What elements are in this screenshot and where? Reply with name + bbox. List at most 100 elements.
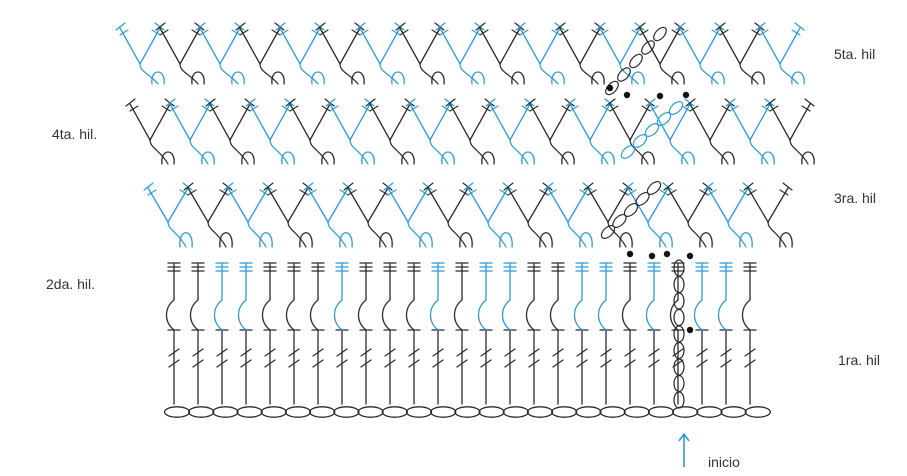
crossed-cluster <box>155 22 205 85</box>
crossed-cluster <box>183 182 233 248</box>
post-stitch <box>213 262 229 331</box>
row4-stitches <box>125 98 815 165</box>
crossed-cluster <box>445 98 495 165</box>
double-crochet-stitch <box>215 329 229 405</box>
row3-label: 3ra. hil <box>834 190 877 206</box>
crossed-cluster <box>115 22 165 85</box>
row5-stitches <box>115 22 805 85</box>
crossed-cluster <box>325 98 375 165</box>
turning-chain-stitch <box>641 40 655 55</box>
crossed-cluster <box>275 22 325 85</box>
double-crochet-stitch <box>575 329 589 405</box>
marker-dot <box>686 326 694 334</box>
post-stitch <box>525 262 541 331</box>
turning-chain-stitch <box>600 224 616 240</box>
chain-stitch <box>188 406 215 418</box>
turning-chain-stitch <box>646 180 662 196</box>
chain-stitch <box>599 406 626 418</box>
post-stitch <box>189 262 205 331</box>
crossed-cluster <box>485 98 535 165</box>
crossed-cluster <box>595 22 645 85</box>
marker-dots <box>606 84 694 334</box>
double-crochet-stitch <box>191 329 205 405</box>
crossed-cluster <box>765 98 815 165</box>
post-stitch <box>573 262 589 331</box>
crossed-cluster <box>435 22 485 85</box>
chain-stitch <box>744 406 771 418</box>
crossed-cluster <box>675 22 725 85</box>
row1-label: 1ra. hil <box>838 352 881 368</box>
double-crochet-stitch <box>623 329 637 405</box>
post-stitch <box>549 262 565 331</box>
chain-stitch <box>405 406 433 418</box>
double-crochet-stitch <box>359 329 373 405</box>
post-stitch <box>405 262 421 331</box>
turning-chain-stitch <box>673 308 685 327</box>
double-crochet-stitch <box>431 329 445 405</box>
turning-chain-stitch <box>668 101 684 115</box>
chain-stitch <box>333 406 360 418</box>
chain-stitch <box>260 406 287 418</box>
marker-dot <box>656 92 664 100</box>
crossed-cluster <box>475 22 525 85</box>
crossed-cluster <box>515 22 565 85</box>
turning-chain-stitch <box>673 341 685 360</box>
double-crochet-stitch <box>719 329 733 405</box>
start-label: inicio <box>708 454 740 470</box>
chain-stitch <box>357 406 384 418</box>
turning-chain-stitch <box>673 275 685 294</box>
turning-chain-stitch <box>617 67 631 82</box>
double-crochet-stitch <box>263 329 277 405</box>
crossed-cluster <box>285 98 335 165</box>
double-crochet-stitch <box>335 329 349 405</box>
post-stitch <box>477 262 493 331</box>
turning-chains <box>600 26 685 409</box>
chain-stitch <box>430 406 457 418</box>
crossed-cluster <box>525 98 575 165</box>
marker-dot <box>686 252 694 260</box>
start-arrow-icon <box>678 432 690 467</box>
chain-stitch <box>381 406 408 418</box>
crossed-cluster <box>125 98 175 165</box>
chain-stitch <box>623 406 650 418</box>
crossed-cluster <box>685 98 735 165</box>
post-stitch <box>741 262 757 331</box>
double-crochet-stitch <box>479 329 493 405</box>
turning-chain-stitch <box>612 213 627 229</box>
chain-stitch <box>236 406 263 418</box>
crossed-cluster <box>663 182 713 248</box>
chain-stitch <box>647 406 675 418</box>
row5-label: 5ta. hil <box>834 46 876 62</box>
crossed-cluster <box>715 22 765 85</box>
chain-stitch <box>478 406 505 418</box>
chain-stitch <box>454 406 481 418</box>
chain-stitch <box>284 406 312 418</box>
post-stitch <box>717 262 733 331</box>
post-stitch <box>285 262 301 331</box>
turning-chain-stitch <box>653 26 667 42</box>
chain-stitch <box>720 406 747 418</box>
double-crochet-stitch <box>383 329 397 405</box>
post-stitch <box>165 262 181 331</box>
double-crochet-stitch <box>551 329 565 405</box>
crossed-cluster <box>503 182 553 248</box>
row1-stitches <box>167 329 757 405</box>
marker-dot <box>648 252 656 260</box>
chain-stitch <box>575 406 602 418</box>
crossed-cluster <box>223 182 273 248</box>
crossed-cluster <box>463 182 513 248</box>
crossed-cluster <box>205 98 255 165</box>
marker-dot <box>626 250 634 258</box>
marker-dot <box>663 250 671 258</box>
marker-dot <box>606 84 614 92</box>
crossed-cluster <box>743 182 793 248</box>
crossed-cluster <box>423 182 473 248</box>
turning-chain-stitch <box>673 374 685 393</box>
double-crochet-stitch <box>599 329 613 405</box>
double-crochet-stitch <box>527 329 541 405</box>
crossed-cluster <box>543 182 593 248</box>
double-crochet-stitch <box>239 329 253 405</box>
post-stitch <box>453 262 469 331</box>
turning-chain-stitch <box>635 191 650 207</box>
